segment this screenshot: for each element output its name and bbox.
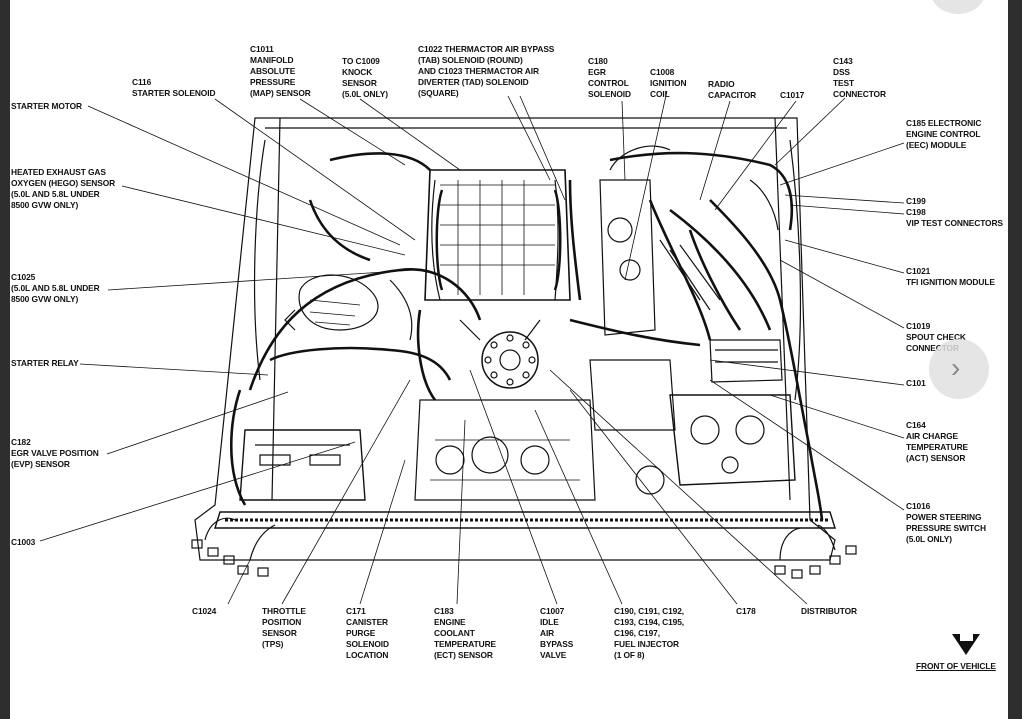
label-c178: C178	[736, 606, 756, 616]
label-c116-starter-solenoid: C116 STARTER SOLENOID	[132, 77, 216, 98]
label-c143-dss-test-connector: C143 DSS TEST CONNECTOR	[833, 56, 886, 99]
label-c164-act-sensor: C164 AIR CHARGE TEMPERATURE (ACT) SENSOR	[906, 420, 969, 463]
label-c1025: C1025 (5.0L AND 5.8L UNDER 8500 GVW ONLY…	[11, 272, 100, 304]
label-throttle-position-sensor: THROTTLE POSITION SENSOR (TPS)	[262, 606, 306, 649]
label-distributor: DISTRIBUTOR	[801, 606, 857, 616]
chevron-right-icon: ›	[951, 352, 961, 383]
label-c1024: C1024	[192, 606, 217, 616]
label-c185-eec-module: C185 ELECTRONIC ENGINE CONTROL (EEC) MOD…	[906, 118, 982, 150]
label-front-of-vehicle: FRONT OF VEHICLE	[916, 661, 996, 671]
label-c1021-tfi-ignition-module: C1021 TFI IGNITION MODULE	[906, 266, 995, 287]
label-radio-capacitor: RADIO CAPACITOR	[708, 79, 757, 100]
label-starter-relay: STARTER RELAY	[11, 358, 79, 368]
label-c198-vip-test-connectors: C198 VIP TEST CONNECTORS	[906, 207, 1003, 228]
viewer-next-button[interactable]: ›	[929, 339, 989, 399]
label-c1022-tab-tad-solenoid: C1022 THERMACTOR AIR BYPASS (TAB) SOLENO…	[418, 44, 555, 98]
label-c1017: C1017	[780, 90, 805, 100]
label-c1009-knock-sensor: TO C1009 KNOCK SENSOR (5.0L ONLY)	[342, 56, 388, 99]
label-c1007-idle-air-bypass: C1007 IDLE AIR BYPASS VALVE	[540, 606, 574, 660]
label-starter-motor: STARTER MOTOR	[11, 101, 82, 111]
label-c171-canister-purge: C171 CANISTER PURGE SOLENOID LOCATION	[346, 606, 389, 660]
viewer-previous-button[interactable]	[930, 0, 986, 14]
viewer-frame-right	[1008, 0, 1022, 719]
label-c1008-ignition-coil: C1008 IGNITION COIL	[650, 67, 687, 99]
label-c1019-spout-check: C1019 SPOUT CHECK CONNECTOR	[906, 321, 966, 353]
viewer-frame-left	[0, 0, 10, 719]
label-c182-evp-sensor: C182 EGR VALVE POSITION (EVP) SENSOR	[11, 437, 99, 469]
wiring-diagram-sheet: C1011 MANIFOLD ABSOLUTE PRESSURE (MAP) S…	[10, 0, 1008, 719]
label-c180-egr-solenoid: C180 EGR CONTROL SOLENOID	[588, 56, 631, 99]
label-c1011-map-sensor: C1011 MANIFOLD ABSOLUTE PRESSURE (MAP) S…	[250, 44, 311, 98]
label-fuel-injectors: C190, C191, C192, C193, C194, C195, C196…	[614, 606, 684, 660]
label-hego-sensor: HEATED EXHAUST GAS OXYGEN (HEGO) SENSOR …	[11, 167, 116, 210]
label-c1003: C1003	[11, 537, 36, 547]
label-c101: C101	[906, 378, 926, 388]
label-c1016-power-steering-switch: C1016 POWER STEERING PRESSURE SWITCH (5.…	[906, 501, 986, 544]
engine-compartment-illustration	[39, 90, 980, 655]
label-c183-ect-sensor: C183 ENGINE COOLANT TEMPERATURE (ECT) SE…	[434, 606, 497, 660]
label-c199: C199	[906, 196, 926, 206]
